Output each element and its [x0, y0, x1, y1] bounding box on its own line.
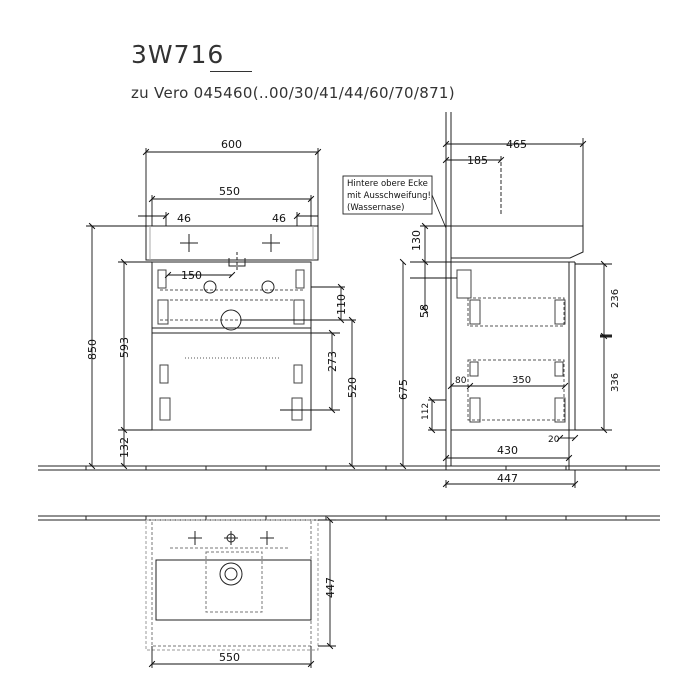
dim-132: 132	[118, 437, 131, 458]
basin-front	[145, 225, 319, 261]
model-suffix-line	[210, 71, 252, 72]
dim-675: 675	[397, 379, 410, 400]
dim-850: 850	[86, 339, 99, 360]
dim-130: 130	[410, 230, 423, 251]
dim-150: 150	[181, 269, 202, 282]
model-number: 3W716	[131, 40, 225, 69]
dim-46-right: 46	[272, 212, 286, 225]
compatibility-text: zu Vero 045460(..00/30/41/44/60/70/871)	[131, 84, 455, 102]
front-view	[145, 225, 319, 431]
floor-line-top	[38, 465, 660, 471]
dim-350: 350	[512, 375, 531, 386]
dim-550-plan: 550	[219, 651, 240, 664]
dim-447-plan: 447	[324, 577, 337, 598]
side-dimensions	[399, 138, 612, 488]
dim-336: 336	[610, 373, 621, 392]
dim-236: 236	[610, 289, 621, 308]
dim-185: 185	[467, 154, 488, 167]
cabinet-front	[151, 261, 312, 431]
floor-line-bottom	[38, 515, 660, 521]
dim-273: 273	[326, 351, 339, 372]
dim-430: 430	[497, 444, 518, 457]
note-line-3: (Wassernase)	[347, 203, 404, 213]
plan-view	[145, 519, 319, 651]
plan-dimensions	[148, 516, 336, 668]
side-view	[445, 112, 612, 466]
dim-58: 58	[418, 304, 431, 318]
dim-110: 110	[335, 294, 348, 315]
dim-80: 80	[455, 376, 467, 386]
note-box	[342, 175, 447, 229]
dim-465: 465	[506, 138, 527, 151]
note-line-1: Hintere obere Ecke	[347, 179, 428, 189]
dim-520: 520	[346, 377, 359, 398]
dim-600: 600	[221, 138, 242, 151]
dim-550-front: 550	[219, 185, 240, 198]
dim-112: 112	[421, 403, 431, 420]
front-dimensions	[86, 148, 356, 470]
dim-593: 593	[118, 337, 131, 358]
note-line-2: mit Ausschweifung!	[347, 191, 431, 201]
dim-20: 20	[548, 435, 560, 445]
dim-46-left: 46	[177, 212, 191, 225]
dim-447-side: 447	[497, 472, 518, 485]
